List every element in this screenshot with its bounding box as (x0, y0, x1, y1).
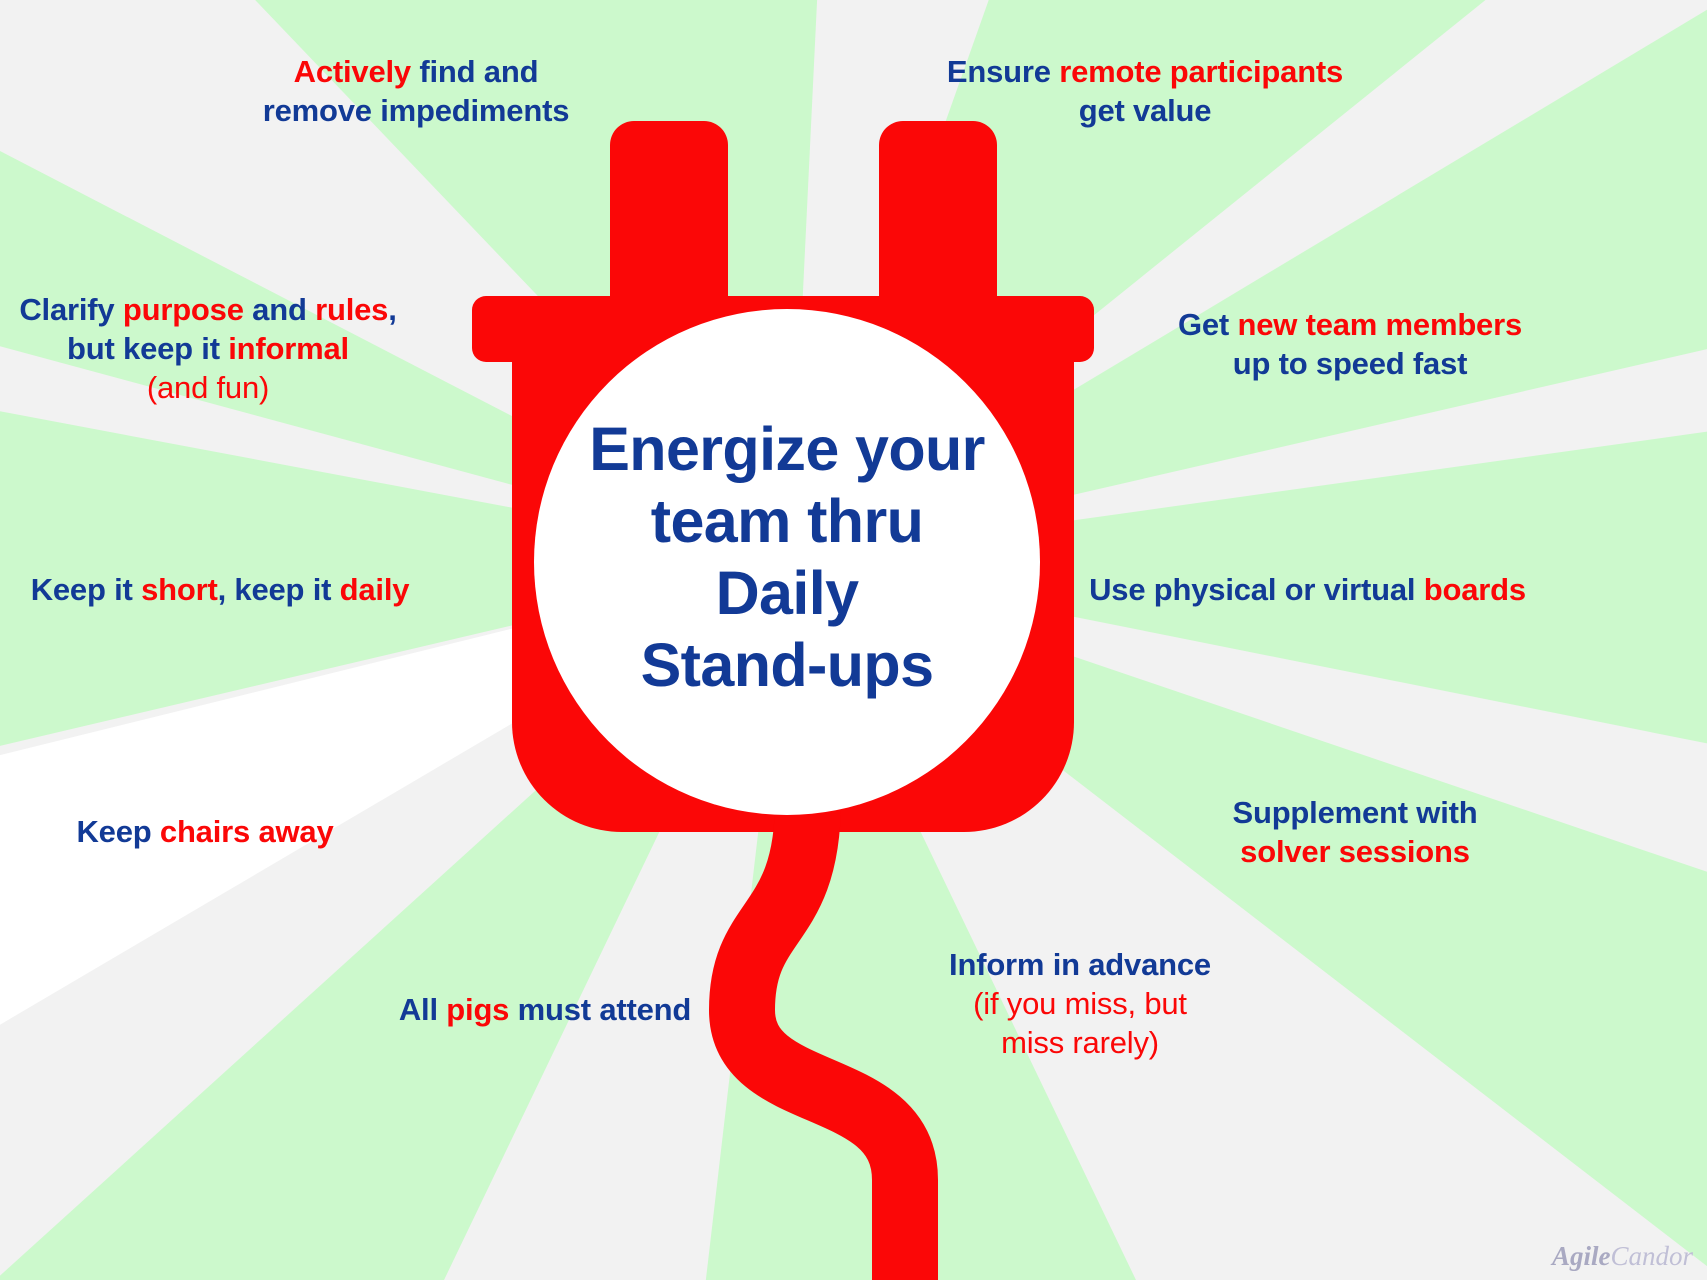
callout-line: Actively find and (206, 52, 626, 91)
ray-green-8 (0, 411, 790, 746)
callout-text: get value (1078, 93, 1212, 129)
brand-name-part2: Candor (1610, 1241, 1693, 1271)
callout-text: find and (410, 54, 539, 89)
center-line-1: Energize your (589, 415, 985, 483)
callout-text: rules (315, 292, 389, 327)
callout-inform-in-advance: Inform in advance (if you miss, but miss… (930, 945, 1230, 1062)
callout-line: Keep chairs away (30, 812, 380, 851)
callout-text: daily (339, 572, 410, 607)
plug-cable (708, 799, 938, 1280)
callout-line: Ensure remote participants (910, 52, 1380, 91)
callout-line: solver sessions (1180, 832, 1530, 871)
callout-text: remote participants (1059, 54, 1344, 89)
callout-line: miss rarely) (930, 1023, 1230, 1062)
callout-text: informal (228, 331, 349, 367)
callout-line: get value (910, 91, 1380, 130)
callout-remote-participants: Ensure remote participants get value (910, 52, 1380, 130)
callout-text: , (388, 292, 397, 327)
callout-line: Supplement with (1180, 793, 1530, 832)
callout-line: Inform in advance (930, 945, 1230, 984)
callout-text: Actively (293, 54, 412, 89)
callout-text: boards (1423, 572, 1526, 607)
brand-watermark: AgileCandor (1552, 1241, 1693, 1272)
page-title: Energize your team thru Daily Stand-ups (557, 414, 1017, 702)
callout-new-team-members: Get new team members up to speed fast (1150, 305, 1550, 383)
callout-remove-impediments: Actively find and remove impediments (206, 52, 626, 130)
callout-text: up to speed fast (1232, 346, 1468, 382)
callout-text: (and fun) (146, 370, 270, 406)
callout-text: , keep it (217, 572, 340, 607)
callout-all-pigs-must-attend: All pigs must attend (375, 990, 715, 1029)
callout-text: Supplement with (1232, 795, 1478, 830)
callout-text: Get (1177, 307, 1238, 342)
callout-text: remove impediments (262, 93, 570, 129)
center-line-3: Daily (715, 558, 859, 627)
callout-text: pigs (446, 992, 510, 1027)
callout-text: solver sessions (1240, 834, 1470, 870)
callout-line: remove impediments (206, 91, 626, 130)
callout-line: (if you miss, but (930, 984, 1230, 1023)
callout-line: (and fun) (8, 368, 408, 407)
callout-line: Get new team members (1150, 305, 1550, 344)
callout-text: must attend (509, 992, 692, 1027)
callout-line: up to speed fast (1150, 344, 1550, 383)
callout-text: and (243, 292, 316, 327)
callout-text: (if you miss, but (973, 986, 1187, 1022)
center-line-4: Stand-ups (640, 630, 934, 699)
callout-text: Keep (76, 814, 160, 849)
callout-text: Ensure (946, 54, 1060, 89)
callout-text: short (141, 572, 218, 607)
callout-line: All pigs must attend (375, 990, 715, 1029)
callout-text: miss rarely) (1001, 1025, 1159, 1061)
callout-text: but keep it (67, 331, 229, 367)
callout-use-boards: Use physical or virtual boards (1075, 570, 1540, 609)
callout-keep-it-short-daily: Keep it short, keep it daily (10, 570, 430, 609)
callout-line: but keep it informal (8, 329, 408, 368)
brand-name-part1: Agile (1551, 1241, 1611, 1271)
callout-text: Inform in advance (949, 947, 1211, 982)
callout-line: Keep it short, keep it daily (10, 570, 430, 609)
callout-text: Keep it (30, 572, 142, 607)
callout-keep-chairs-away: Keep chairs away (30, 812, 380, 851)
callout-text: new team members (1237, 307, 1523, 342)
plug-inner-circle (534, 309, 1040, 815)
callout-text: Use physical or virtual (1089, 572, 1424, 607)
callout-line: Use physical or virtual boards (1075, 570, 1540, 609)
callout-supplement-solver-sessions: Supplement with solver sessions (1180, 793, 1530, 871)
center-line-2: team thru (650, 486, 924, 555)
ray-green-4 (790, 431, 1707, 744)
callout-text: Clarify (19, 292, 123, 327)
callout-line: Clarify purpose and rules, (8, 290, 408, 329)
callout-clarify-purpose: Clarify purpose and rules, but keep it i… (8, 290, 408, 407)
callout-text: All (398, 992, 447, 1027)
callout-text: purpose (122, 292, 244, 327)
callout-text: chairs away (159, 814, 334, 849)
